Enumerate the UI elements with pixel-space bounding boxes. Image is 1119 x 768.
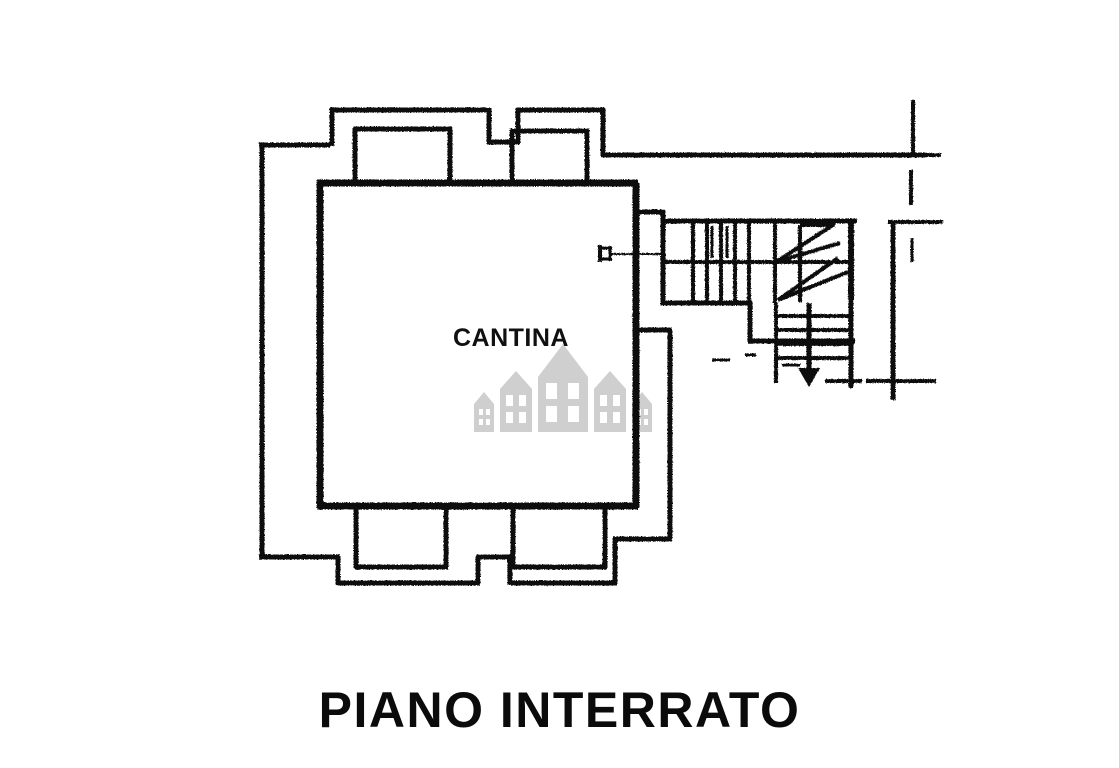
houses-skyline-watermark [474, 344, 652, 432]
page-title: PIANO INTERRATO [318, 682, 801, 738]
wall-linework [259, 100, 943, 586]
room-label-cantina: CANTINA [453, 324, 569, 352]
stairs-down-arrow-icon [798, 345, 820, 387]
